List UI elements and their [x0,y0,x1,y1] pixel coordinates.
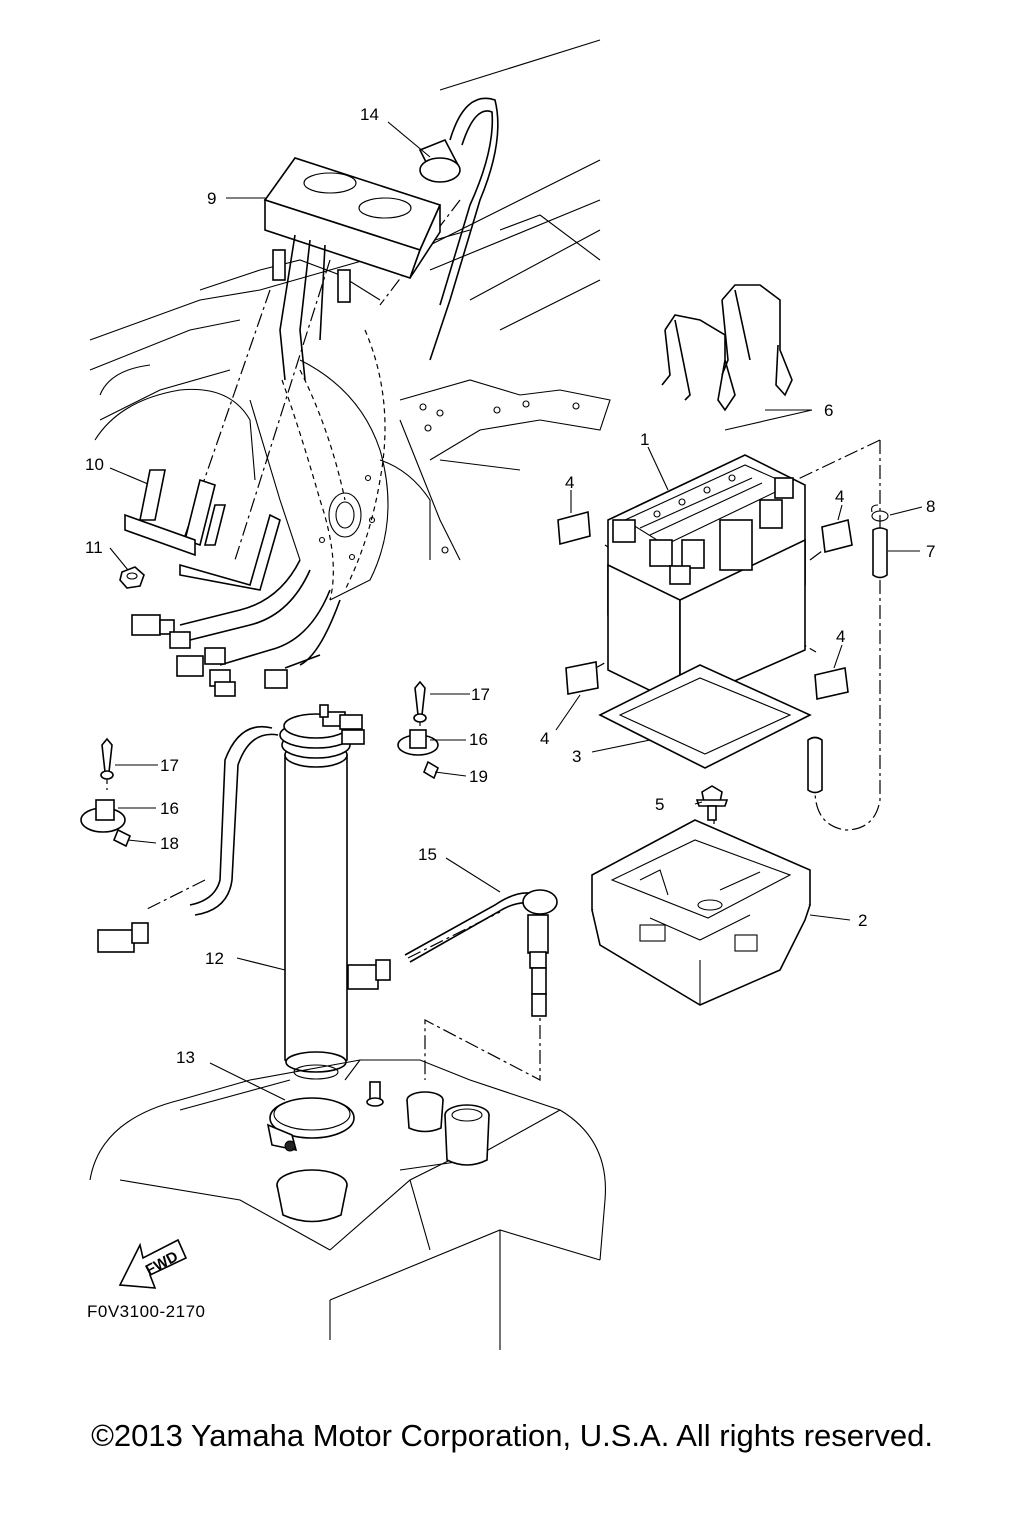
wire-harness[interactable] [131,559,341,697]
hull-structure [89,39,611,601]
copyright-notice: ©2013 Yamaha Motor Corporation, U.S.A. A… [91,1418,933,1453]
battery-bands[interactable] [661,284,793,412]
callout-13: 13 [176,1048,195,1067]
callout-7: 7 [926,542,935,561]
diagram-code: F0V3100-2170 [87,1302,205,1321]
callout-2: 2 [858,911,867,930]
callout-16-b: 16 [160,799,179,818]
callout-19: 19 [469,767,488,786]
callout-5: 5 [655,795,664,814]
callout-8: 8 [926,497,935,516]
clamp-set-right[interactable] [397,680,439,780]
bracket[interactable] [124,469,281,591]
battery-box[interactable] [591,819,811,1006]
callout-4-a: 4 [565,473,574,492]
callout-4-d: 4 [540,729,549,748]
meter-panel[interactable] [263,157,442,381]
bolt[interactable] [695,785,729,821]
fuel-sender[interactable] [97,704,365,1080]
hose-clamp[interactable] [266,1097,355,1152]
callout-15: 15 [418,845,437,864]
fwd-arrow-icon: FWD [118,1238,188,1289]
tube-clamp[interactable] [871,504,889,522]
callout-17-a: 17 [471,685,490,704]
nut[interactable] [119,566,145,589]
callout-1: 1 [640,430,649,449]
callout-3: 3 [572,747,581,766]
callout-labels: 14 9 10 11 1 6 4 4 4 4 8 7 3 5 2 17 16 1… [85,105,935,1067]
callout-14: 14 [360,105,379,124]
callout-10: 10 [85,455,104,474]
leader-lines [109,121,923,1101]
callout-11: 11 [85,538,103,557]
sensor-cable[interactable] [347,889,558,1017]
callout-17-b: 17 [160,756,179,775]
breather-tube[interactable] [807,527,888,794]
callout-16-a: 16 [469,730,488,749]
clamp-set-left[interactable] [80,737,132,848]
battery-pads[interactable] [557,510,853,700]
fuel-tank [89,1059,607,1350]
battery-mat[interactable] [598,664,812,769]
callout-18: 18 [160,834,179,853]
callout-6: 6 [824,401,833,420]
parts-diagram: FWD 14 9 10 11 1 6 4 4 [80,39,935,1350]
callout-12: 12 [205,949,224,968]
callout-4-c: 4 [836,627,845,646]
callout-4-b: 4 [835,487,844,506]
callout-9: 9 [207,189,216,208]
grommet-cable[interactable] [418,97,499,361]
